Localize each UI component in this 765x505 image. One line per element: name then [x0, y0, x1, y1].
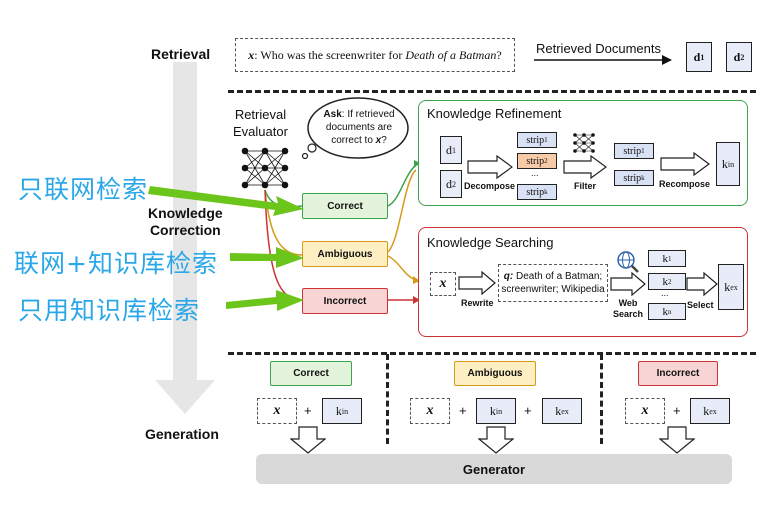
separator-vertical-2 [600, 354, 603, 444]
filter-label: Filter [574, 181, 597, 191]
bubble-text: Ask: If retrieved documents are correct … [323, 109, 395, 146]
query-box: x: Who was the screenwriter for Death of… [235, 38, 515, 72]
query-text: : Who was the screenwriter for [254, 47, 406, 62]
query-x: x [248, 47, 255, 62]
decompose-label: Decompose [464, 181, 516, 191]
annotation-incorrect-cn: 只用知识库检索 [18, 296, 201, 325]
rewritten-query-box: q: Death of a Batman; screenwriter; Wiki… [498, 264, 608, 302]
recompose-arrow [660, 152, 710, 176]
generator-bar: Generator [256, 454, 732, 484]
gen-correct-x: x [257, 398, 297, 424]
search-result-ellipsis: ... [661, 288, 669, 298]
filter-arrow [563, 155, 607, 179]
retrieval-label: Retrieval [151, 46, 211, 62]
rewrite-label: Rewrite [461, 298, 494, 308]
search-query-x: x [430, 272, 456, 296]
gen-ambiguous-down-arrow [478, 426, 514, 454]
generation-label: Generation [145, 426, 219, 442]
gen-ambiguous-plus-2: + [524, 403, 532, 418]
gen-incorrect-down-arrow [659, 426, 695, 454]
web-search-globe-icon [617, 251, 639, 273]
separator-top [228, 90, 756, 93]
recompose-label: Recompose [659, 179, 711, 189]
state-incorrect: Incorrect [302, 288, 388, 314]
separator-vertical-1 [386, 354, 389, 444]
knowledge-refinement-panel [418, 100, 748, 206]
thought-bubble [301, 97, 409, 160]
retrieved-documents-label: Retrieved Documents [536, 41, 661, 56]
background-flow-arrow [155, 62, 215, 414]
retrieval-arrow [534, 55, 672, 65]
gen-incorrect-x: x [625, 398, 665, 424]
select-arrow [686, 272, 718, 296]
state-ambiguous: Ambiguous [302, 241, 388, 267]
refinement-title: Knowledge Refinement [427, 106, 562, 121]
gen-state-correct: Correct [270, 361, 352, 386]
annotation-correct-cn: 只联网检索 [18, 175, 149, 204]
rewrite-arrow [458, 271, 496, 295]
gen-ambiguous-x: x [410, 398, 450, 424]
gen-state-ambiguous: Ambiguous [454, 361, 536, 386]
gen-ambiguous-plus-1: + [459, 403, 467, 418]
searching-title: Knowledge Searching [427, 235, 554, 250]
filter-network-icon [573, 133, 595, 153]
query-title: Death of a Batman [405, 47, 497, 62]
decompose-arrow [467, 155, 513, 179]
web-search-arrow [610, 272, 646, 296]
gen-incorrect-plus: + [673, 403, 681, 418]
annotation-ambiguous-cn: 联网+知识库检索 [14, 249, 218, 278]
gen-state-incorrect: Incorrect [638, 361, 718, 386]
evaluator-network-icon [241, 147, 289, 189]
gen-correct-plus: + [304, 403, 312, 418]
state-correct: Correct [302, 193, 388, 219]
gen-correct-down-arrow [290, 426, 326, 454]
separator-bottom [228, 352, 756, 355]
strip-ellipsis: ... [531, 168, 539, 178]
select-label: Select [687, 300, 714, 310]
